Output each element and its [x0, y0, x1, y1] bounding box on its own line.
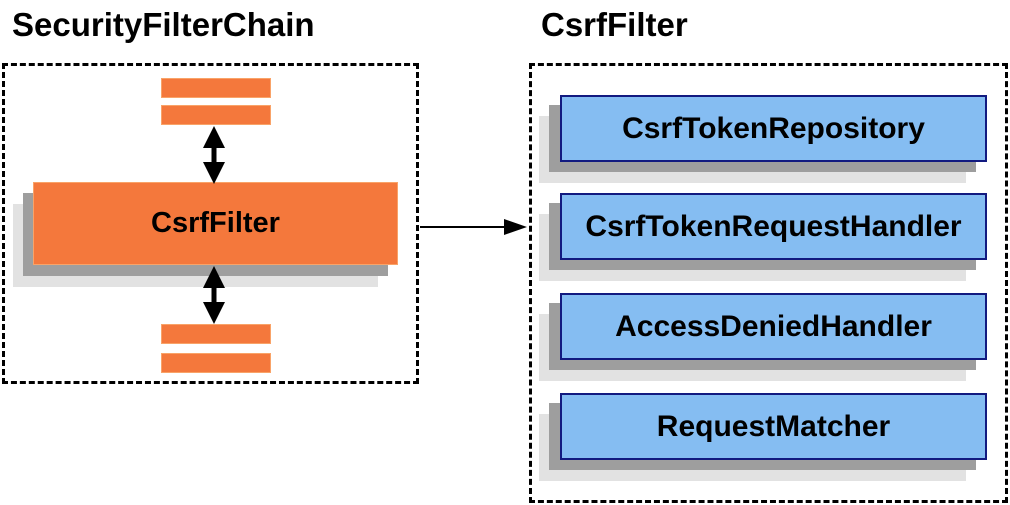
filter-chain-bar-bottom-2 [161, 353, 271, 373]
filter-chain-bar-bottom-1 [161, 324, 271, 344]
security-filter-chain-title: SecurityFilterChain [12, 6, 315, 43]
filter-chain-bar-top-2 [161, 105, 271, 125]
component-access-denied-handler: AccessDeniedHandler [560, 293, 987, 360]
csrf-filter-node: CsrfFilter [33, 182, 398, 265]
component-label: RequestMatcher [656, 409, 891, 443]
connector-flow-arrow [420, 219, 527, 235]
csrf-filter-node-label: CsrfFilter [151, 207, 280, 239]
csrf-filter-container [529, 63, 1008, 503]
component-request-matcher: RequestMatcher [560, 393, 987, 460]
component-label: CsrfTokenRepository [622, 111, 925, 145]
csrf-filter-title: CsrfFilter [541, 6, 688, 43]
filter-chain-bar-top-1 [161, 78, 271, 98]
component-csrf-token-request-handler: CsrfTokenRequestHandler [560, 193, 987, 260]
security-filter-chain-container [2, 63, 419, 384]
component-label: CsrfTokenRequestHandler [585, 209, 962, 243]
component-csrf-token-repository: CsrfTokenRepository [560, 95, 987, 162]
component-label: AccessDeniedHandler [615, 309, 932, 343]
